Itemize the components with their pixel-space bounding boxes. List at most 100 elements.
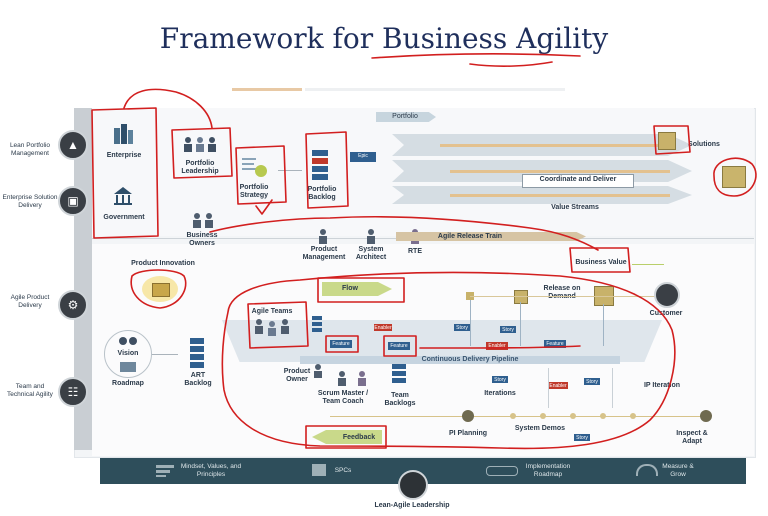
annotation-loop-owners xyxy=(209,215,599,251)
page-title: Framework for Business Agility xyxy=(159,22,609,55)
left-label-apd: Agile Product Delivery xyxy=(10,294,50,309)
government-label: Government xyxy=(103,214,145,221)
mindset-icon xyxy=(156,464,174,477)
story-card-1: Story xyxy=(454,324,470,331)
annotation-box-flow xyxy=(317,277,405,303)
annotation-box-business-value xyxy=(569,247,631,273)
feature-card-2: Feature xyxy=(388,342,410,350)
flow-arrow xyxy=(322,282,392,296)
value-stream-bar-2 xyxy=(450,170,670,173)
annotation-box-enterprise xyxy=(91,107,159,239)
value-stream-bar-3 xyxy=(450,194,670,197)
title-underline-light xyxy=(305,88,565,91)
iterations-label: Iterations xyxy=(484,390,516,397)
arrow-strategy-backlog xyxy=(278,170,302,171)
pipeline-bar xyxy=(300,356,620,364)
coordinate-deliver-box xyxy=(522,174,634,188)
story-card-4: Story xyxy=(584,378,600,385)
product-owner-icon xyxy=(312,364,324,378)
rte-label: RTE xyxy=(408,248,422,255)
system-demos-label: System Demos xyxy=(514,425,566,432)
customer-label: Customer xyxy=(649,310,683,317)
title-underline xyxy=(232,88,302,91)
annotation-box-agile-teams xyxy=(247,301,309,349)
product-innovation-label: Product Innovation xyxy=(131,260,195,267)
feedback-arrow xyxy=(312,430,382,444)
release-line xyxy=(470,296,670,297)
scrum-master-label: Scrum Master / Team Coach xyxy=(317,390,369,405)
value-streams-label: Value Streams xyxy=(551,204,599,211)
portfolio-backlog-icon xyxy=(312,150,328,180)
feature-card-1: Feature xyxy=(330,340,352,348)
roadmap-label: Roadmap xyxy=(112,380,144,387)
left-label-tta: Team and Technical Agility xyxy=(7,383,53,398)
spcs-icon xyxy=(312,464,326,476)
coordinate-deliver-label: Coordinate and Deliver xyxy=(539,176,617,183)
business-value-label: Business Value xyxy=(575,259,627,266)
annotation-box-solutions xyxy=(653,125,691,155)
enabler-card-3: Enabler xyxy=(548,382,568,389)
story-card-5: Story xyxy=(574,434,590,441)
triangle-icon: ▲ xyxy=(58,130,88,160)
mindset-label: Mindset, Values, and Principles xyxy=(180,463,242,478)
release-cube-2-icon xyxy=(514,290,528,304)
gear-icon: ⚙ xyxy=(58,290,88,320)
timeline-dot-2 xyxy=(540,413,546,419)
art-backlog-icon xyxy=(190,338,204,368)
product-owner-label: Product Owner xyxy=(283,368,311,383)
timeline-line xyxy=(330,416,710,417)
business-owners-label: Business Owners xyxy=(186,232,218,247)
agile-teams-label: Agile Teams xyxy=(251,308,293,315)
epic-card: Epic xyxy=(350,152,376,162)
ip-iteration-label: IP Iteration xyxy=(643,382,681,389)
business-value-arrow xyxy=(632,264,664,265)
annotation-check-strategy xyxy=(255,199,273,215)
iteration-divider-1 xyxy=(548,368,549,408)
annotation-circle-solutions xyxy=(713,157,757,197)
spcs-label: SPCs xyxy=(334,467,352,474)
team-backlogs-label: Team Backlogs xyxy=(384,392,416,407)
business-owners-icon xyxy=(190,212,216,228)
arrow-vision-backlog xyxy=(152,354,178,355)
annotation-box-strategy xyxy=(235,145,287,205)
pipeline-label: Continuous Delivery Pipeline xyxy=(421,356,519,363)
enterprise-icon xyxy=(112,124,134,144)
release-vline-3 xyxy=(603,304,604,346)
system-architect-icon xyxy=(364,228,378,244)
system-architect-label: System Architect xyxy=(355,246,387,261)
annotation-box-feature-2 xyxy=(383,335,417,357)
annotation-box-backlog xyxy=(305,131,349,209)
enabler-card-2: Enabler xyxy=(486,342,508,350)
product-innovation-box-icon xyxy=(152,283,170,297)
timeline-dot-1 xyxy=(510,413,516,419)
annotation-box-leadership xyxy=(171,127,233,179)
scrum-master-icon xyxy=(334,370,374,386)
lean-agile-leadership-icon xyxy=(398,470,428,500)
left-label-lpm: Lean Portfolio Management xyxy=(9,142,51,157)
story-card-2: Story xyxy=(500,326,516,333)
annotation-box-feedback xyxy=(305,425,387,449)
release-vline-2 xyxy=(520,302,521,346)
solutions-cube-icon xyxy=(658,132,676,150)
continuous-delivery-pipeline-platform xyxy=(222,320,662,362)
story-card-3: Story xyxy=(492,376,508,383)
leadership-people-icon xyxy=(180,136,222,152)
pi-planning-label: PI Planning xyxy=(448,430,488,437)
flow-label: Flow xyxy=(342,285,358,292)
people-icon: ☷ xyxy=(58,377,88,407)
government-icon xyxy=(112,186,134,206)
timeline-dot-3 xyxy=(570,413,576,419)
agile-release-train-label: Agile Release Train xyxy=(437,233,503,240)
value-stream-bar-1 xyxy=(440,144,660,147)
feedback-label: Feedback xyxy=(342,434,376,441)
measure-grow-gauge-icon xyxy=(636,464,658,476)
iteration-divider-2 xyxy=(612,368,613,408)
strategy-list-icon xyxy=(242,156,268,178)
agile-teams-people-icon xyxy=(252,318,292,336)
team-backlogs-icon xyxy=(392,364,406,388)
cube-icon: ▣ xyxy=(58,186,88,216)
portfolio-tag xyxy=(376,112,436,122)
left-label-esd: Enterprise Solution Delivery xyxy=(2,194,58,209)
feature-card-3: Feature xyxy=(544,340,566,348)
